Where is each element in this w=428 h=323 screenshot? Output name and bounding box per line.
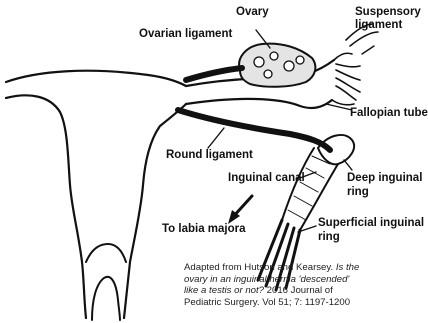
citation-line3-italic: like a testis or not? xyxy=(184,285,264,296)
cervix-outline xyxy=(86,244,126,320)
citation-line2: ovary in an inguinal hernia 'descended' xyxy=(184,274,349,285)
inguinal-canal-label: Inguinal canal xyxy=(228,172,305,185)
ovarian-ligament xyxy=(186,68,242,80)
round-ligament-label: Round ligament xyxy=(166,149,253,162)
pointer-deep-ring xyxy=(344,160,352,170)
superficial-inguinal-ring-label-line2: ring xyxy=(318,231,340,244)
superficial-inguinal-ring-label-line1: Superficial inguinal xyxy=(318,217,424,230)
deep-inguinal-ring xyxy=(318,135,354,164)
deep-inguinal-ring-label-line2: ring xyxy=(347,186,369,199)
suspensory-ligament-label-line1: Suspensory xyxy=(355,6,421,19)
citation-line4: Pediatric Surgery. Vol 51; 7: 1197-1200 xyxy=(184,297,350,308)
round-ligament xyxy=(178,110,330,150)
ovarian-ligament-label: Ovarian ligament xyxy=(139,28,232,41)
to-labia-majora-label: To labia majora xyxy=(162,223,246,236)
deep-inguinal-ring-label-line1: Deep inguinal xyxy=(347,172,422,185)
ovary-label: Ovary xyxy=(236,6,269,19)
pointer-suspensory xyxy=(362,46,374,54)
suspensory-ligament-label-line2: ligament xyxy=(355,19,402,32)
citation-line3: 2016 Journal of xyxy=(267,285,333,296)
ovary xyxy=(239,44,315,87)
fallopian-tube-label: Fallopian tube xyxy=(350,107,428,120)
pointer-round-ligament xyxy=(208,128,224,148)
citation-line1-italic: Is the xyxy=(336,262,359,273)
uterus-outline xyxy=(6,71,186,318)
citation: Adapted from Hutson and Kearsey. Is the … xyxy=(184,262,420,308)
citation-line1: Adapted from Hutson and Kearsey. xyxy=(184,262,333,273)
fallopian-tube-fimbriae xyxy=(332,53,360,105)
